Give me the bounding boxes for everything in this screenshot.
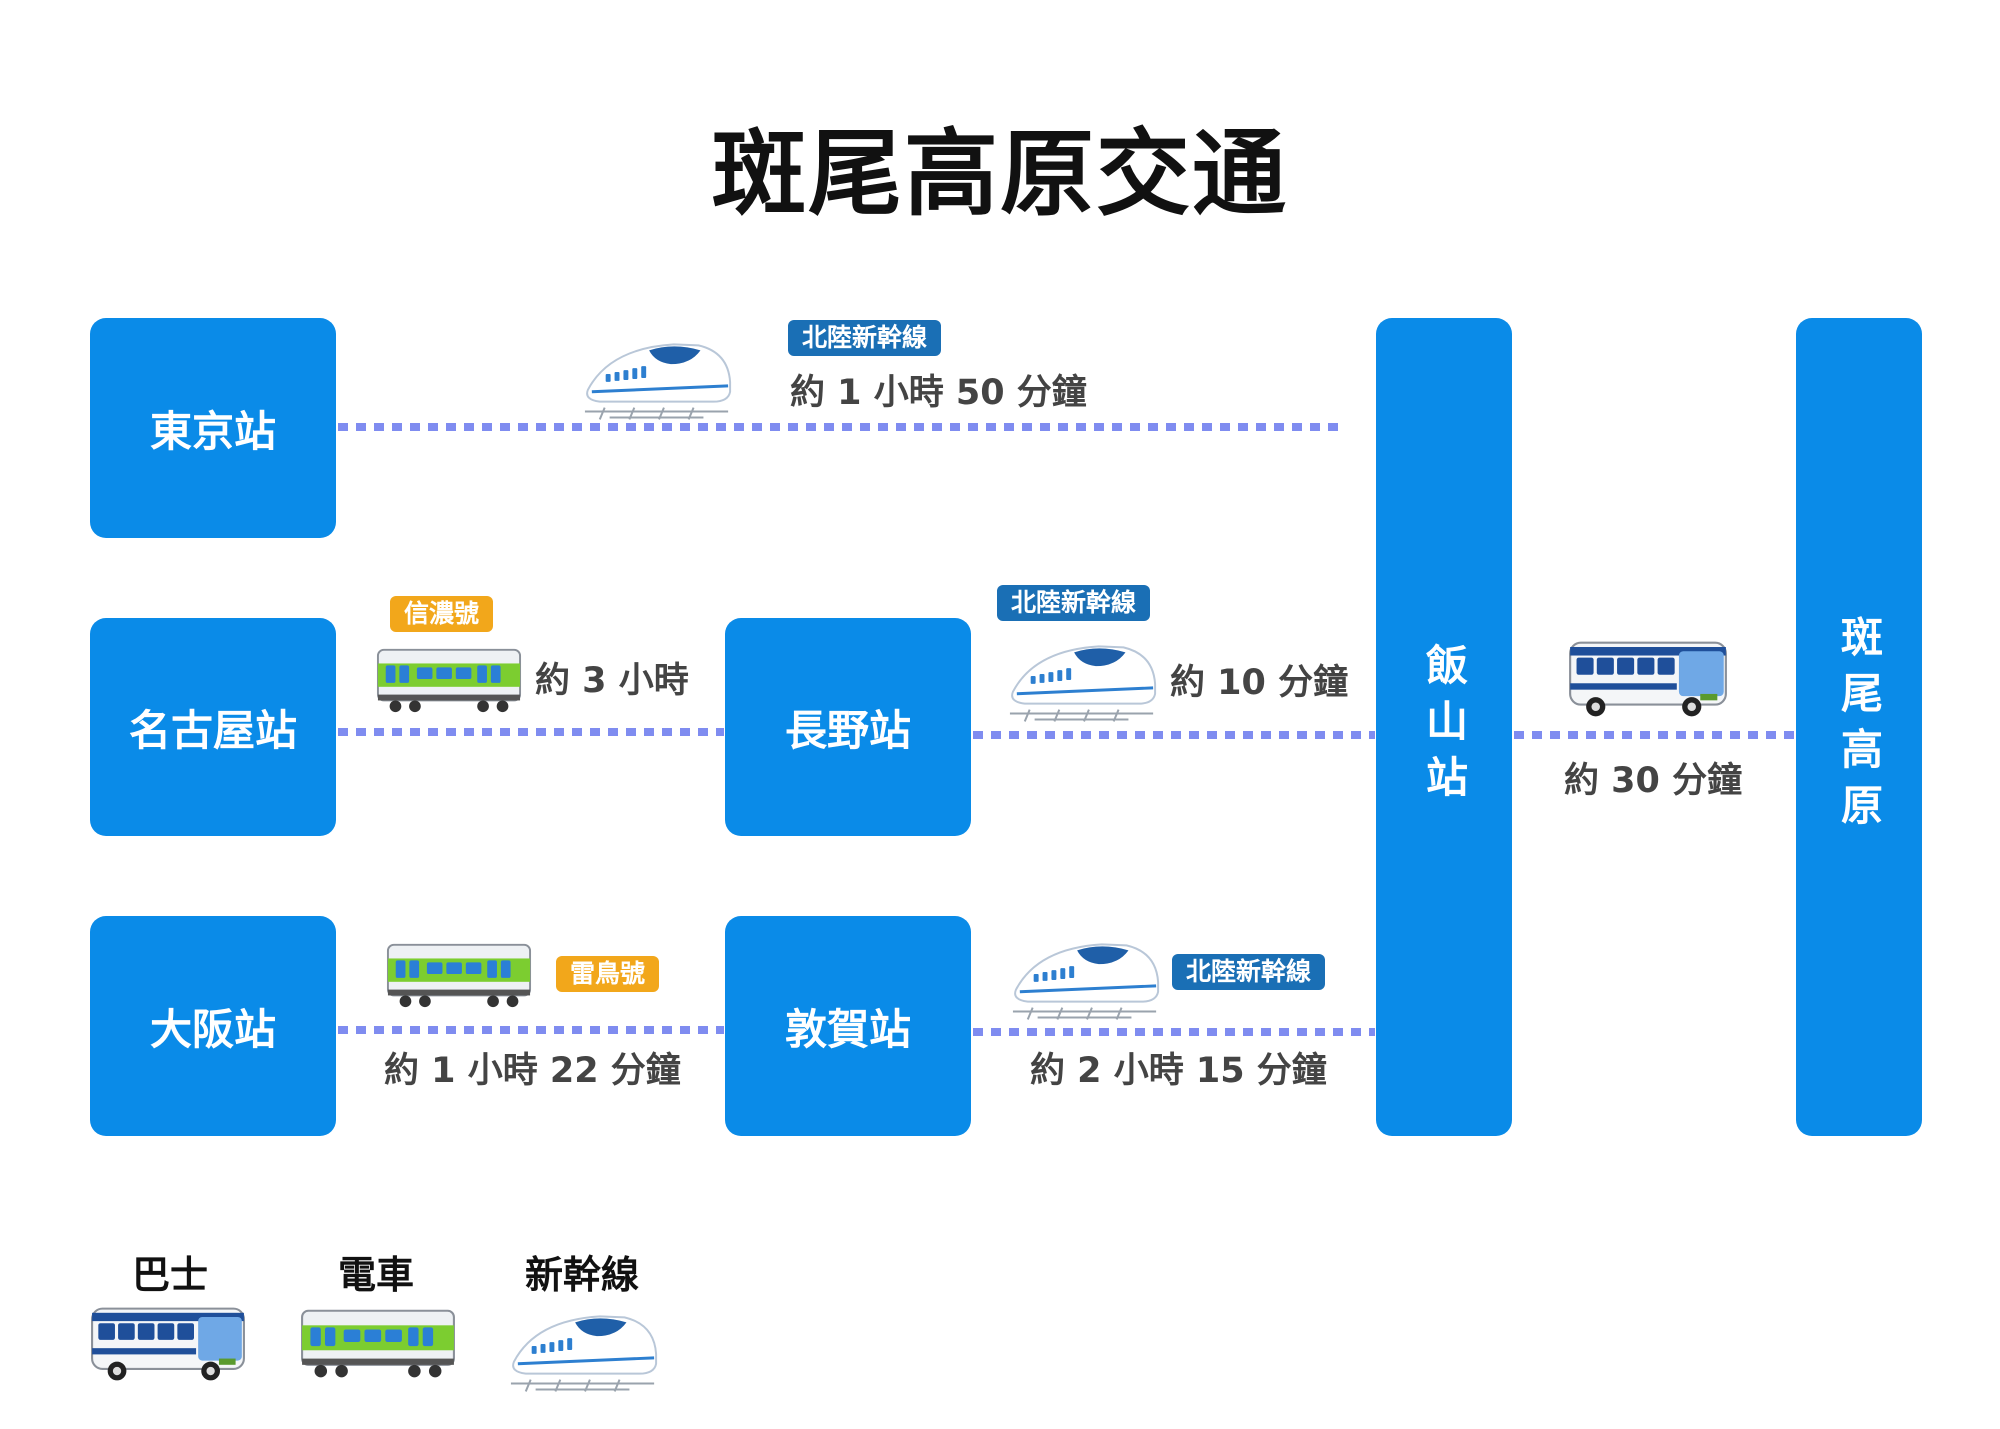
legend-bus-label: 巴士	[131, 1253, 208, 1297]
page-title: 斑尾高原交通	[711, 120, 1288, 229]
duration-label: 約 30 分鐘	[1564, 761, 1743, 801]
station-label: 大阪站	[149, 1004, 276, 1054]
train-icon	[300, 1306, 456, 1380]
route-tokyo-iiyama	[338, 423, 1338, 431]
line-badge: 北陸新幹線	[788, 320, 942, 356]
line-badge: 信濃號	[390, 596, 494, 632]
train-icon	[386, 940, 532, 1010]
shinkansen-icon	[1008, 930, 1166, 1020]
station-label: 長野站	[784, 705, 911, 755]
duration-label: 約 10 分鐘	[1170, 663, 1349, 703]
line-badge: 北陸新幹線	[1172, 954, 1326, 990]
line-badge: 雷鳥號	[556, 956, 660, 992]
shinkansen-icon	[506, 1302, 664, 1392]
station-label: 東京站	[149, 406, 276, 456]
route-iiyama-madarao	[1514, 731, 1794, 739]
station-nagano: 長野站	[725, 618, 971, 836]
bus-icon	[90, 1302, 246, 1386]
route-nagano-iiyama	[973, 731, 1375, 739]
station-label: 名古屋站	[128, 705, 297, 755]
station-madarao: 斑尾高原	[1796, 318, 1922, 1136]
station-tsuruga: 敦賀站	[725, 916, 971, 1136]
station-osaka: 大阪站	[90, 916, 336, 1136]
duration-label: 約 2 小時 15 分鐘	[1030, 1051, 1327, 1091]
duration-label: 約 3 小時	[535, 661, 689, 701]
route-nagoya-nagano	[338, 728, 724, 736]
station-label: 斑尾高原	[1834, 615, 1884, 839]
train-icon	[376, 645, 522, 715]
shinkansen-icon	[580, 330, 738, 420]
shinkansen-icon	[1005, 632, 1163, 722]
station-label: 敦賀站	[784, 1004, 911, 1054]
route-osaka-tsuruga	[338, 1026, 724, 1034]
line-badge: 北陸新幹線	[997, 585, 1151, 621]
duration-label: 約 1 小時 50 分鐘	[790, 373, 1087, 413]
duration-label: 約 1 小時 22 分鐘	[384, 1051, 681, 1091]
legend-shinkansen-label: 新幹線	[524, 1253, 639, 1297]
station-tokyo: 東京站	[90, 318, 336, 538]
route-tsuruga-iiyama	[973, 1028, 1375, 1036]
station-iiyama: 飯山站	[1376, 318, 1512, 1136]
station-label: 飯山站	[1419, 643, 1469, 811]
station-nagoya: 名古屋站	[90, 618, 336, 836]
legend-train-label: 電車	[337, 1253, 414, 1297]
bus-icon	[1568, 636, 1728, 722]
